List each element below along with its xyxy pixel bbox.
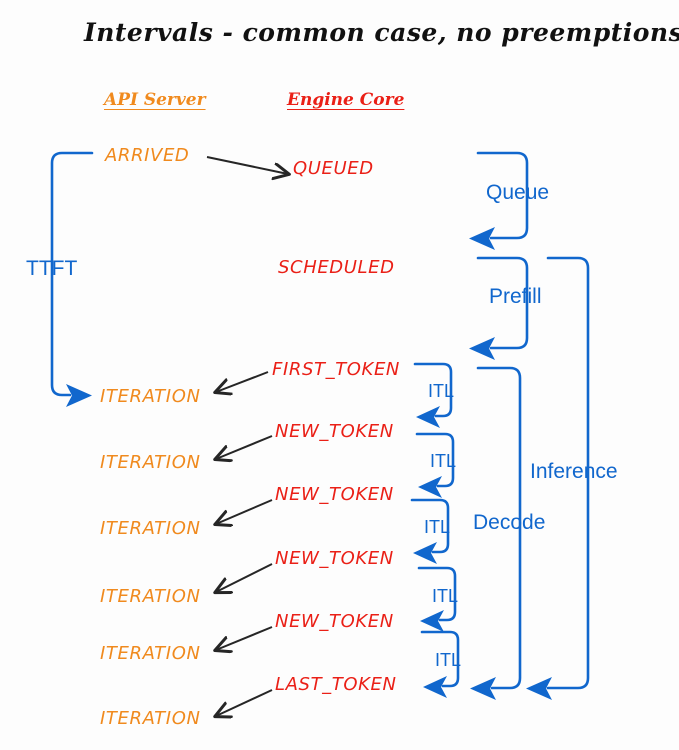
event-iteration-2: ITERATION [100, 452, 201, 473]
event-iteration-4: ITERATION [100, 586, 201, 607]
event-iteration-5: ITERATION [100, 643, 201, 664]
arrow-first-token-to-iteration [216, 371, 269, 392]
column-header-api-server: API Server [104, 90, 206, 110]
bracket-ttft [50, 151, 94, 407]
bracket-prefill [469, 256, 529, 360]
interval-label-itl-1: ITL [428, 381, 455, 401]
arrow-arrived-to-queued [206, 156, 288, 174]
interval-label-inference: Inference [530, 460, 618, 483]
arrow-new-token-4-to-iteration [216, 626, 273, 650]
interval-label-prefill: Prefill [489, 285, 542, 308]
arrow-new-token-3-to-iteration [216, 563, 273, 592]
interval-label-itl-3: ITL [424, 517, 451, 537]
event-new-token-2: NEW_TOKEN [275, 484, 394, 505]
column-header-engine-core: Engine Core [287, 90, 405, 110]
interval-label-itl-5: ITL [435, 650, 462, 670]
event-first-token: FIRST_TOKEN [272, 359, 400, 380]
event-new-token-3: NEW_TOKEN [275, 548, 394, 569]
page-title: Intervals - common case, no preemptions [84, 18, 679, 47]
event-iteration-1: ITERATION [100, 386, 201, 407]
event-new-token-1: NEW_TOKEN [275, 421, 394, 442]
event-scheduled: SCHEDULED [278, 257, 395, 278]
interval-label-itl-2: ITL [430, 451, 457, 471]
event-new-token-4: NEW_TOKEN [275, 611, 394, 632]
interval-label-ttft: TTFT [26, 257, 78, 280]
arrow-new-token-2-to-iteration [216, 499, 273, 524]
event-arrived: ARRIVED [105, 145, 190, 166]
arrow-new-token-1-to-iteration [216, 435, 273, 459]
event-iteration-3: ITERATION [100, 518, 201, 539]
interval-label-queue: Queue [486, 181, 550, 204]
event-last-token: LAST_TOKEN [275, 674, 397, 695]
bracket-decode [470, 366, 522, 700]
event-queued: QUEUED [293, 158, 374, 179]
event-iteration-6: ITERATION [100, 708, 201, 729]
arrow-last-token-to-iteration [216, 689, 273, 716]
interval-label-decode: Decode [473, 511, 546, 534]
interval-label-itl-4: ITL [432, 586, 459, 606]
